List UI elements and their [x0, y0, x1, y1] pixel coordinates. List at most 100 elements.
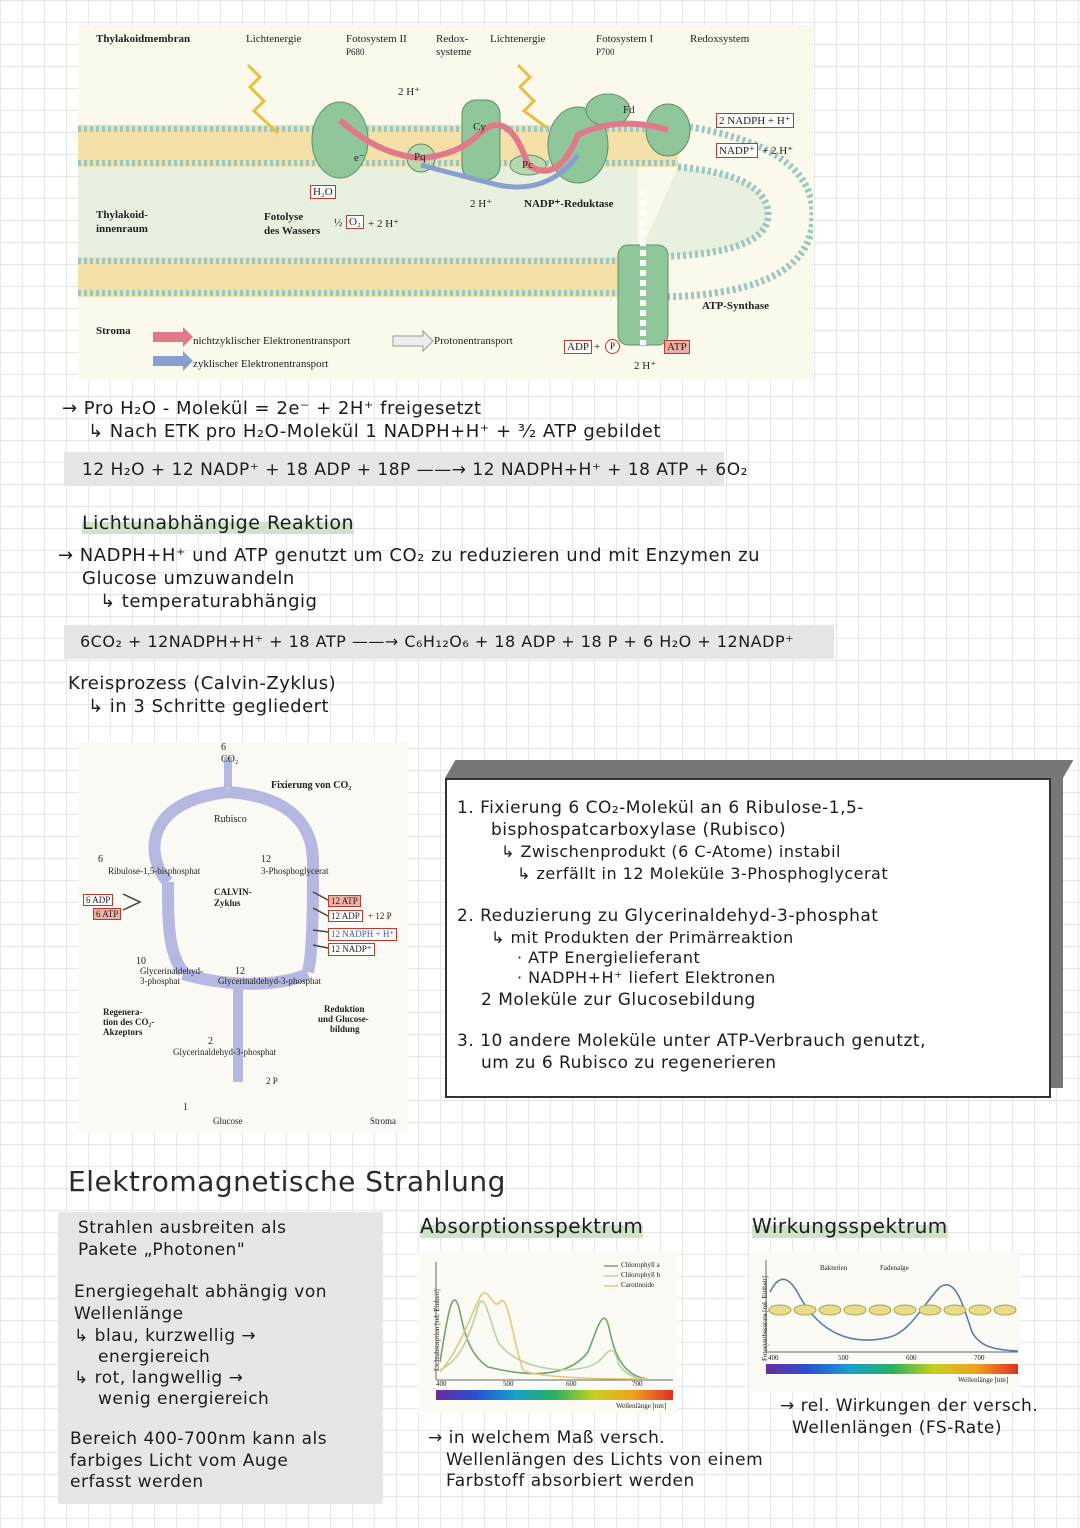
step-3a: 3. 10 andere Moleküle unter ATP-Verbrauc…	[457, 1031, 927, 1051]
label-photolysis-2: des Wassers	[264, 225, 321, 237]
label-photosystem-1: Fotosystem I	[596, 33, 654, 45]
calvin-regen-3: Akzeptors	[103, 1027, 143, 1037]
label-pq: Pq	[414, 151, 426, 163]
thylakoid-figure: Thylakoidmembran Lichtenergie Fotosystem…	[78, 25, 813, 380]
absorption-heading-text: Absorptionsspektrum	[420, 1214, 644, 1238]
calvin-co2: CO₂	[221, 754, 239, 765]
step-2b: ↳ mit Produkten der Primärreaktion	[491, 928, 794, 947]
calvin-g3p-10: Glycerinaldehyd-3-phosphat	[140, 966, 203, 986]
calvin-glucose: Glucose	[213, 1116, 243, 1126]
label-o2-plus: + 2 H⁺	[368, 218, 399, 230]
absorption-xlabel: Wellenlänge [nm]	[616, 1402, 667, 1410]
label-light-energy-1: Lichtenergie	[246, 33, 302, 45]
calvin-cycle-name-1: CALVIN-	[214, 887, 252, 897]
em-box-line-7: ↳ rot, langwellig →	[74, 1368, 244, 1388]
absorption-heading: Absorptionsspektrum	[420, 1214, 644, 1238]
step-2a: 2. Reduzierung zu Glycerinaldehyd-3-phos…	[457, 906, 879, 926]
equation-2: 6CO₂ + 12NADPH+H⁺ + 18 ATP ——→ C₆H₁₂O₆ +…	[80, 632, 795, 651]
absorption-tick-600: 600	[566, 1380, 577, 1388]
label-cy: Cy	[473, 121, 486, 133]
label-2h-top: 2 H⁺	[398, 86, 420, 98]
em-box-line-10: farbiges Licht vom Auge	[70, 1451, 289, 1471]
action-label-alga: Fadenalge	[880, 1264, 909, 1272]
dark-line-2: Glucose umzuwandeln	[82, 568, 295, 589]
label-redox-1a: Redox-	[436, 33, 469, 45]
label-nadp: NADP⁺	[716, 143, 758, 158]
note-line-2: ↳ Nach ETK pro H₂O-Molekül 1 NADPH+H⁺ + …	[88, 421, 661, 442]
calvin-regen-1: Regenera-	[103, 1007, 143, 1017]
em-box-line-1: Strahlen ausbreiten als	[78, 1218, 287, 1238]
action-tick-400: 400	[768, 1354, 779, 1362]
cycle-line-1: Kreisprozess (Calvin-Zyklus)	[68, 673, 337, 694]
absorption-note-1: → in welchem Maß versch.	[428, 1428, 666, 1448]
heading-dark-reaction-text: Lichtunabhängige Reaktion	[82, 512, 355, 534]
label-p680: P680	[346, 47, 365, 57]
label-redox-system: Redoxsystem	[690, 33, 750, 45]
step-1b: bisphospatcarboxylase (Rubisco)	[491, 820, 787, 840]
em-box-line-11: erfasst werden	[70, 1472, 204, 1492]
label-thylakoid-membrane: Thylakoidmembran	[96, 33, 191, 45]
calvin-rubp: Ribulose-1,5-bisphosphat	[108, 866, 201, 876]
calvin-g3p-2-count: 2	[208, 1036, 213, 1047]
label-pc: Pc	[522, 159, 533, 171]
label-lumen-1: Thylakoid-	[96, 209, 148, 221]
label-2h-mid: 2 H⁺	[470, 198, 492, 210]
calvin-reduction-3: bildung	[330, 1024, 360, 1034]
calvin-g3p-12: Glycerinaldehyd-3-phosphat	[218, 976, 321, 986]
absorption-tick-700: 700	[632, 1380, 643, 1388]
em-box-line-2: Pakete „Photonen"	[78, 1240, 246, 1260]
step-3b: um zu 6 Rubisco zu regenerieren	[481, 1053, 777, 1073]
label-plus: +	[594, 341, 601, 353]
absorption-note-3: Farbstoff absorbiert werden	[446, 1471, 695, 1491]
step-1a: 1. Fixierung 6 CO₂-Molekül an 6 Ribulose…	[457, 798, 864, 818]
absorption-chart: Lichtabsorption [rel. Einheit] Chlorophy…	[418, 1252, 678, 1412]
label-2h-bottom: 2 H⁺	[634, 360, 656, 372]
calvin-p-2: 2 P	[266, 1076, 278, 1086]
steps-box-side	[1049, 760, 1063, 1088]
legend-proton: Protonentransport	[434, 335, 513, 347]
em-box-line-6: energiereich	[98, 1347, 211, 1367]
label-fd: Fd	[623, 104, 635, 116]
label-electron: e⁻	[354, 152, 365, 164]
step-2e: 2 Moleküle zur Glucosebildung	[481, 990, 756, 1010]
calvin-rubisco: Rubisco	[214, 814, 247, 825]
em-box-line-9: Bereich 400-700nm kann als	[70, 1429, 328, 1449]
absorption-plot	[435, 1262, 673, 1381]
calvin-rubp-count: 6	[98, 854, 103, 865]
absorption-legend-chl-a: Chlorophyll a	[621, 1261, 660, 1269]
action-xlabel: Wellenlänge [nm]	[958, 1376, 1009, 1384]
label-atp-synthase: ATP-Synthase	[702, 300, 770, 312]
calvin-fixation: Fixierung von CO₂	[271, 780, 352, 791]
thylakoid-membrane-drawing	[78, 63, 813, 371]
equation-2-highlight	[64, 625, 834, 659]
label-adp: ADP	[564, 340, 593, 354]
calvin-adp-12: 12 ADP	[328, 910, 363, 922]
calvin-cycle-drawing	[122, 757, 329, 1082]
em-box-line-3: Energiegehalt abhängig von	[74, 1282, 327, 1302]
label-phosphate: P	[605, 339, 620, 354]
action-spectrum-bar	[766, 1364, 1018, 1374]
absorption-tick-400: 400	[436, 1380, 447, 1388]
equation-1: 12 H₂O + 12 NADP⁺ + 18 ADP + 18P ——→ 12 …	[82, 460, 748, 480]
action-note-1: → rel. Wirkungen der versch.	[780, 1396, 1039, 1416]
em-box-line-4: Wellenlänge	[74, 1304, 184, 1324]
label-redox-1b: systeme	[436, 46, 472, 58]
calvin-stroma: Stroma	[370, 1116, 396, 1126]
action-heading-text: Wirkungsspektrum	[752, 1214, 948, 1238]
calvin-g3p-2: Glycerinaldehyd-3-phosphat	[173, 1047, 276, 1057]
absorption-note-2: Wellenlängen des Lichts von einem	[446, 1450, 764, 1470]
calvin-atp-6: 6 ATP	[93, 908, 122, 920]
legend-cyclic: zyklischer Elektronentransport	[193, 358, 329, 370]
em-box: Strahlen ausbreiten als Pakete „Photonen…	[58, 1212, 383, 1504]
calvin-nadph-12: 12 NADPH + H⁺	[328, 928, 398, 941]
action-chart: Fotosyntheserate [rel. Einheit] Bakterie…	[750, 1252, 1020, 1392]
calvin-cycle-name-2: Zyklus	[214, 898, 241, 908]
equation-1-highlight	[64, 452, 724, 486]
label-o2-fraction: ½	[334, 217, 343, 229]
calvin-nadp-12: 12 NADP⁺	[328, 943, 375, 956]
action-heading: Wirkungsspektrum	[752, 1214, 948, 1238]
calvin-pga-count: 12	[261, 854, 271, 865]
steps-box-top	[445, 760, 1074, 778]
action-label-bacteria: Bakterien	[820, 1264, 848, 1272]
calvin-reduction-2: und Glucose-	[318, 1014, 369, 1024]
